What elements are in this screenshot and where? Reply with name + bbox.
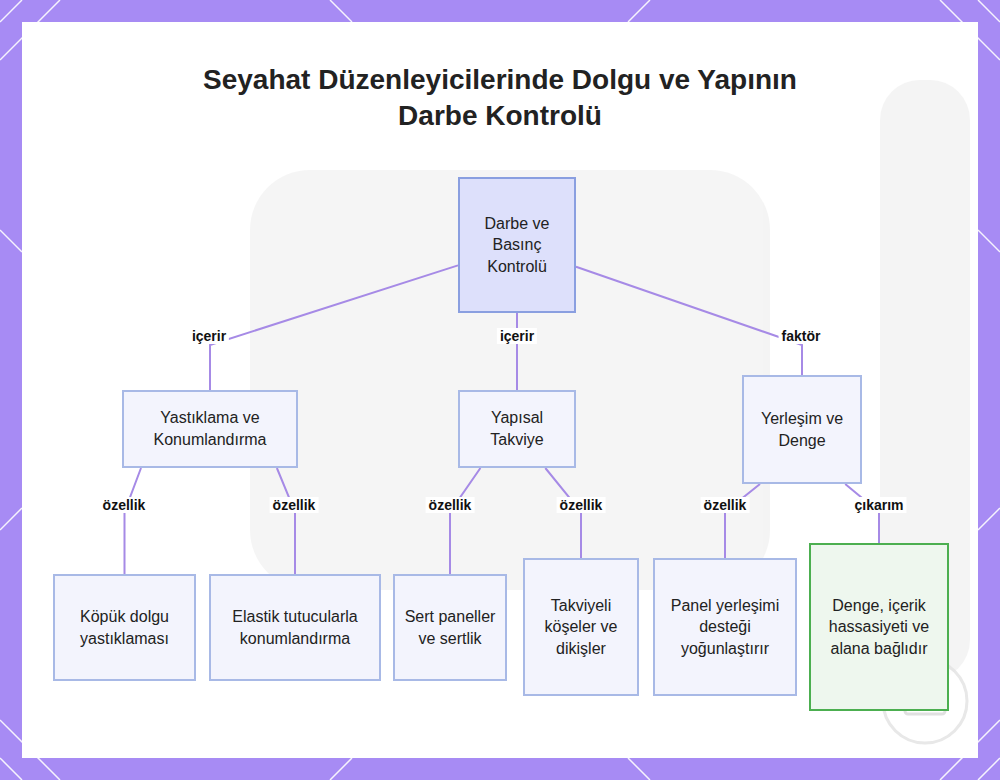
box-text-group: Elastik tutucularla konumlandırma [219,606,371,649]
box-label: Takviyeli köşeler ve dikişler [533,595,629,660]
connector-line [845,484,879,543]
connector-line [576,267,802,375]
edge-label: özellik [270,497,319,513]
connector-line [545,468,581,558]
concept-box: Yastıklama ve Konumlandırma [122,390,298,468]
edge-label: faktör [779,328,824,344]
box-label: Sert paneller ve sertlik [403,606,497,649]
concept-box: Panel yerleşimi desteği yoğunlaştırır [653,558,797,696]
root-box: Darbe ve Basınç Kontrolü [458,177,576,313]
box-text-group: Sert paneller ve sertlik [403,606,497,649]
connector-line [125,468,142,574]
edge-label: içerir [497,328,537,344]
concept-box: Takviyeli köşeler ve dikişler [523,558,639,696]
edge-label: özellik [701,497,750,513]
concept-box: Köpük dolgu yastıklaması [53,574,196,681]
edge-label: özellik [100,497,149,513]
box-text-group: Denge, içerik hassasiyeti ve alana bağlı… [819,595,939,660]
box-label: Yapısal Takviye [468,407,566,450]
box-text-group: Yastıklama ve Konumlandırma [132,407,288,450]
connector-line [516,313,518,390]
box-text-group: Yerleşim ve Denge [752,408,852,451]
diagram-title: Seyahat Düzenleyicilerinde Dolgu ve Yapı… [200,62,800,135]
box-label: Köpük dolgu yastıklaması [63,606,186,649]
box-text-group: Yapısal Takviye [468,407,566,450]
concept-box: Yerleşim ve Denge [742,375,862,484]
box-text-group: Takviyeli köşeler ve dikişler [533,595,629,660]
connector-line [277,468,295,574]
box-label: Denge, içerik hassasiyeti ve alana bağlı… [819,595,939,660]
box-label: Darbe ve Basınç Kontrolü [468,213,566,278]
edge-label: özellik [557,497,606,513]
edge-label: özellik [426,497,475,513]
box-label: Elastik tutucularla konumlandırma [219,606,371,649]
concept-box: Denge, içerik hassasiyeti ve alana bağlı… [809,543,949,711]
box-label: Yastıklama ve Konumlandırma [132,407,288,450]
concept-box: Yapısal Takviye [458,390,576,468]
box-text-group: Panel yerleşimi desteği yoğunlaştırır [663,595,787,660]
box-label: Panel yerleşimi desteği yoğunlaştırır [663,595,787,660]
edge-label: içerir [189,328,229,344]
box-text-group: Darbe ve Basınç Kontrolü [468,213,566,278]
connector-line [210,265,458,390]
connector-line [725,484,760,558]
concept-box: Elastik tutucularla konumlandırma [209,574,381,681]
connector-line [450,468,480,574]
edge-label: çıkarım [851,497,906,513]
box-label: Yerleşim ve Denge [752,408,852,451]
box-text-group: Köpük dolgu yastıklaması [63,606,186,649]
concept-box: Sert paneller ve sertlik [393,574,507,681]
